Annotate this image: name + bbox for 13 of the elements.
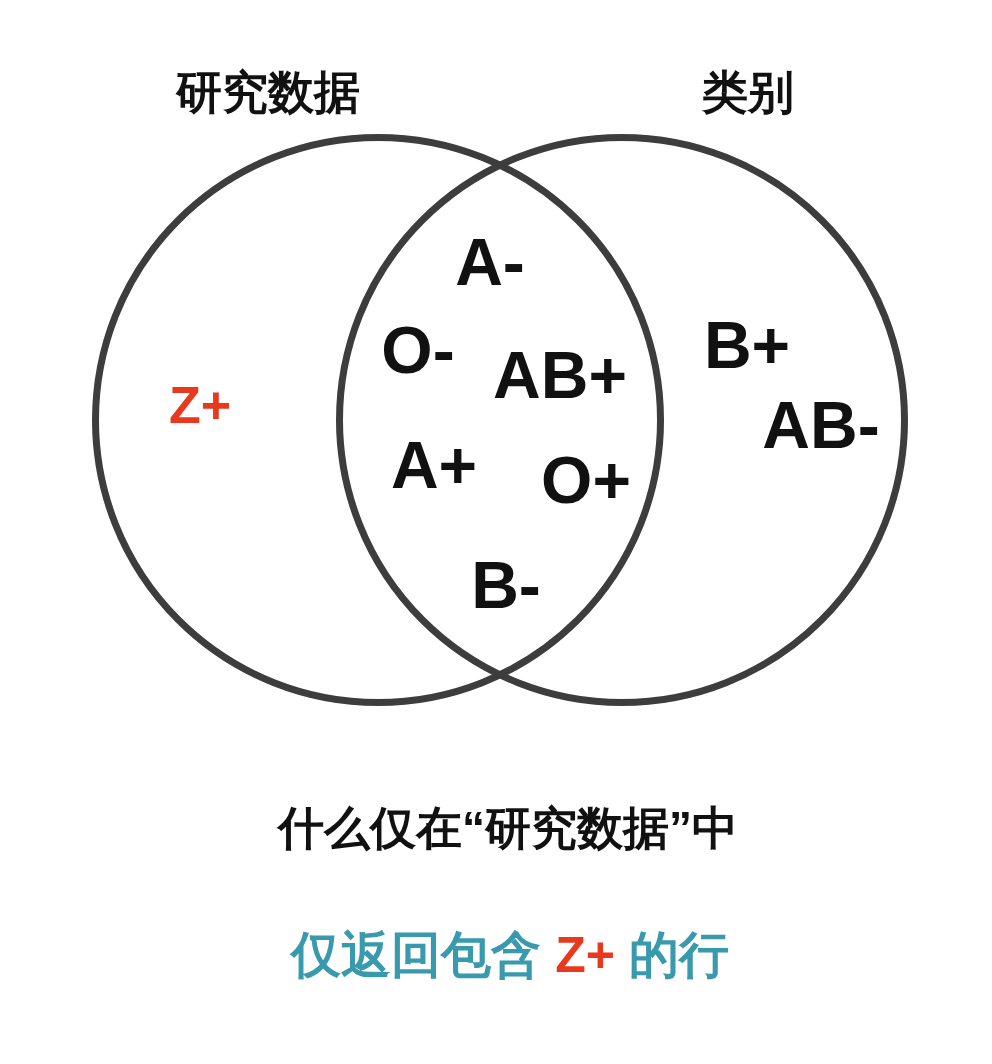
set-member-label: AB- [762, 392, 880, 458]
set-member-label: A+ [390, 432, 478, 498]
set-member-label: B+ [703, 312, 791, 378]
answer-text: 仅返回包含 Z+ 的行 [291, 930, 729, 980]
set-member-label: A- [455, 229, 525, 295]
set-member-label: B- [471, 552, 541, 618]
set-title: 研究数据 [176, 69, 360, 115]
set-member-label: Z+ [168, 379, 232, 431]
set-member-label: O- [381, 317, 455, 383]
question-text: 什么仅在“研究数据”中 [278, 805, 738, 851]
set-member-label: O+ [541, 447, 631, 513]
set-member-label: AB+ [493, 342, 627, 408]
set-title: 类别 [702, 69, 794, 115]
